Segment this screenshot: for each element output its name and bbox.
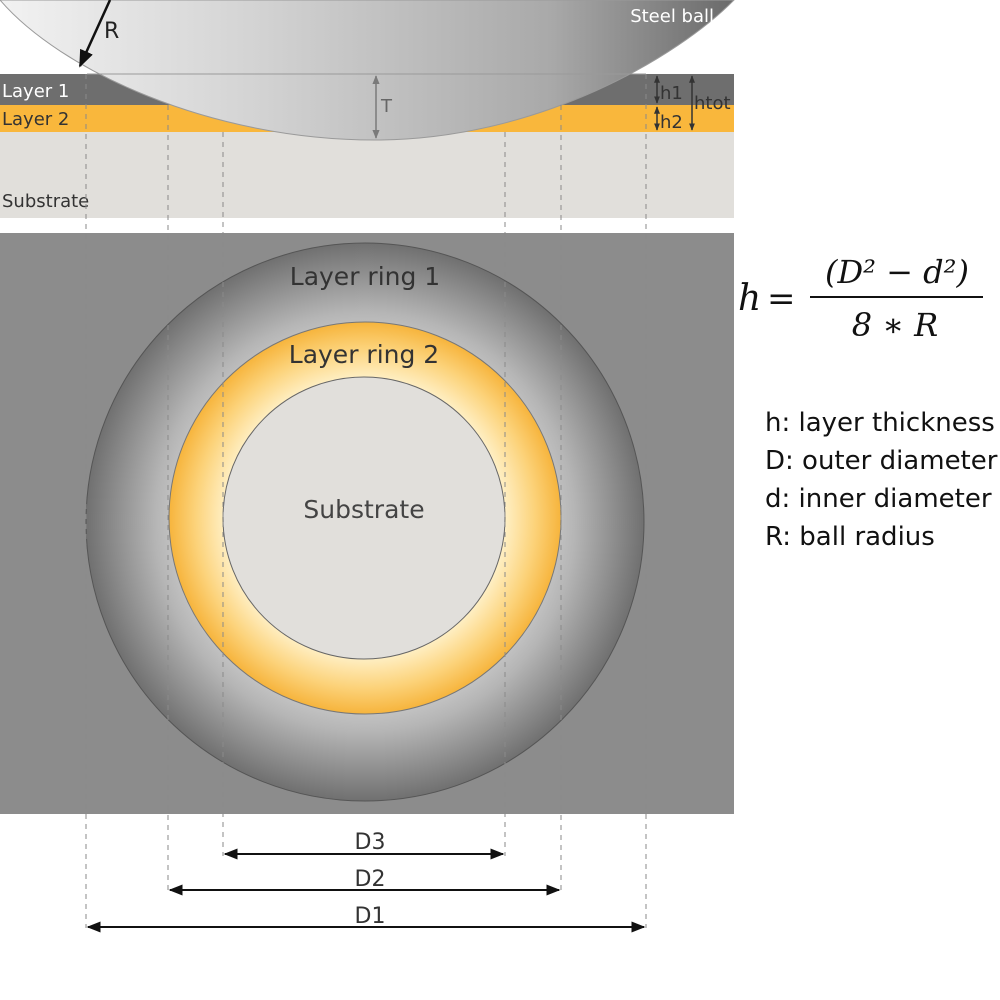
htot-label: htot [694,93,731,114]
d2-label: D2 [355,867,386,892]
steel-ball-label: Steel ball [630,6,714,27]
substrate-label-cross-section: Substrate [2,191,89,212]
diameter-dimensions: D3 D2 D1 [86,830,646,933]
substrate-band [0,132,734,218]
layer-ring-2-label: Layer ring 2 [289,340,439,369]
variable-legend: h: layer thickness D: outer diameter d: … [765,404,997,556]
legend-item: d: inner diameter [765,484,992,514]
radius-arrow [78,0,112,68]
layer1-label: Layer 1 [2,81,69,102]
h1-label: h1 [660,83,683,104]
legend-item: h: layer thickness [765,408,995,438]
radius-label: R [104,19,119,44]
depth-label: T [380,96,393,117]
d1-label: D1 [355,904,386,929]
projection-lines [85,74,647,928]
top-view: Layer ring 1 Layer ring 2 Substrate [0,233,734,814]
formula-equals: = [767,279,796,319]
legend-item: R: ball radius [765,522,935,552]
layer-ring-1-label: Layer ring 1 [290,262,440,291]
d3-label: D3 [355,830,386,855]
legend-item: D: outer diameter [765,446,998,476]
formula-numerator: (D² − d²) [825,253,969,291]
formula-lhs: h [738,278,761,319]
formula-denominator: 8 ∗ R [852,306,939,344]
h2-label: h2 [660,112,683,133]
cross-section: R Steel ball Layer 1 Layer 2 Substrate T… [0,0,735,218]
thickness-formula: h = (D² − d²) 8 ∗ R [738,253,983,344]
substrate-label-top-view: Substrate [303,495,424,524]
layer2-label: Layer 2 [2,109,69,130]
substrate-circle [222,376,506,660]
